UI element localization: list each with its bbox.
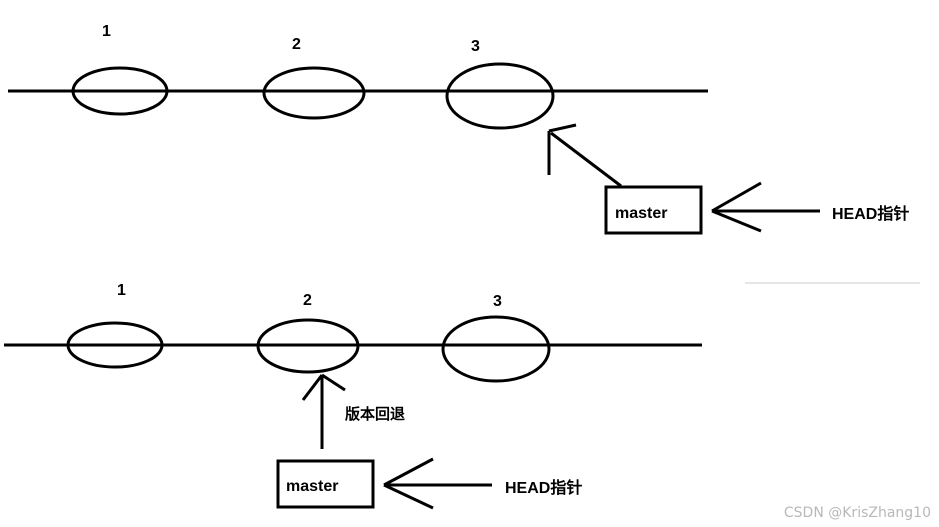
bottom-head-label: HEAD指针 bbox=[505, 478, 582, 497]
top-master-label: master bbox=[615, 205, 667, 222]
top-commit-1-node bbox=[71, 66, 169, 116]
bottom-timeline: 1 2 3 版本回退 master HEAD指针 bbox=[4, 282, 702, 510]
bottom-head-arrow bbox=[383, 457, 492, 510]
watermark: CSDN @KrisZhang10 bbox=[783, 505, 931, 521]
bottom-commit-2-node bbox=[256, 318, 360, 374]
bottom-master-label: master bbox=[286, 478, 338, 495]
bottom-commit-2-label: 2 bbox=[303, 292, 312, 309]
top-timeline: 1 2 3 master HEAD指针 bbox=[8, 23, 920, 284]
top-master-box bbox=[604, 185, 703, 235]
top-master-to-commit-arrow bbox=[547, 123, 622, 188]
bottom-commit-1-label: 1 bbox=[117, 282, 126, 299]
top-head-arrow bbox=[711, 181, 820, 233]
bottom-commit-3-node bbox=[441, 315, 551, 383]
reset-label: 版本回退 bbox=[345, 405, 405, 423]
top-commit-3-node bbox=[445, 62, 555, 130]
top-head-label: HEAD指针 bbox=[832, 204, 909, 223]
bottom-master-box bbox=[276, 459, 375, 509]
top-commit-3-label: 3 bbox=[471, 38, 480, 55]
bottom-commit-3-label: 3 bbox=[493, 293, 502, 310]
bottom-master-to-commit-arrow bbox=[301, 373, 346, 449]
top-commit-2-label: 2 bbox=[292, 36, 301, 53]
bottom-commit-1-node bbox=[66, 321, 164, 369]
top-commit-1-label: 1 bbox=[102, 23, 111, 40]
top-commit-2-node bbox=[262, 66, 366, 120]
